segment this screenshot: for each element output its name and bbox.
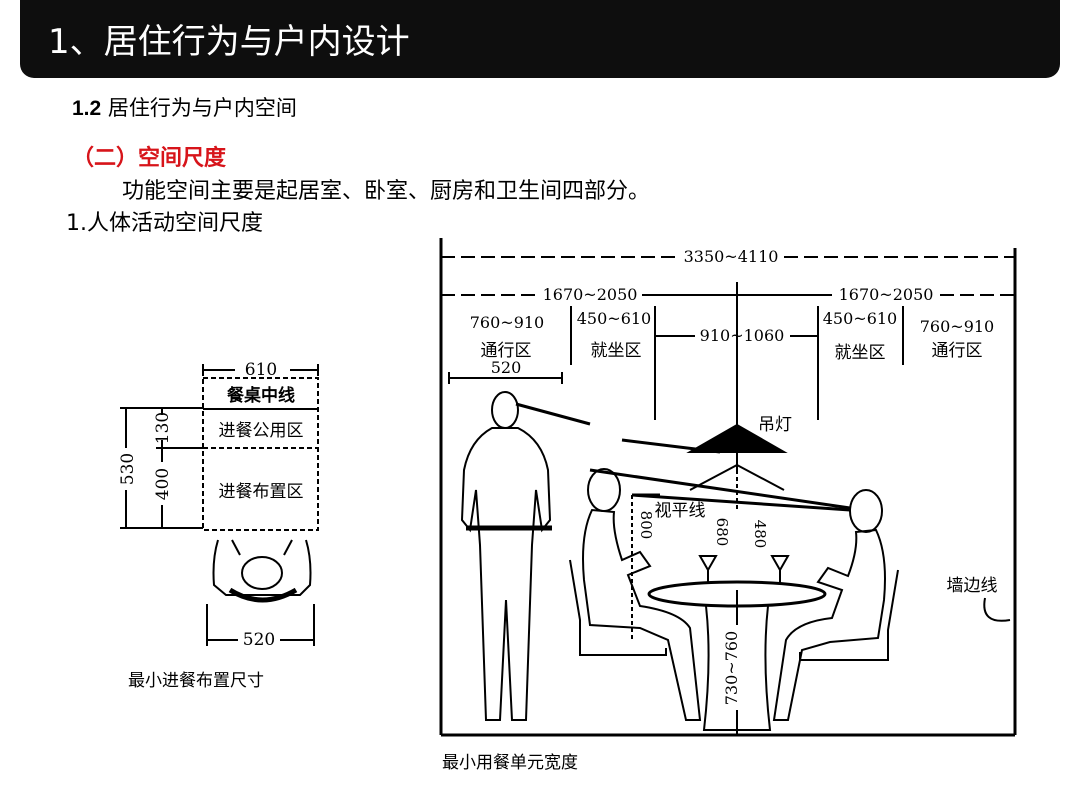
dim-middle: 910~1060 bbox=[700, 326, 785, 345]
dim-total: 3350~4110 bbox=[684, 247, 779, 266]
title-bar: 1、居住行为与户内设计 bbox=[20, 0, 1060, 78]
left-chair bbox=[569, 559, 667, 656]
dim-480: 480 bbox=[751, 520, 769, 549]
dim-520-left: 520 bbox=[243, 630, 275, 650]
dim-table-height: 730~760 bbox=[722, 631, 741, 705]
dim-walk-left: 760~910 bbox=[470, 313, 544, 332]
dim-130: 130 bbox=[153, 412, 173, 444]
seat-right-label: 就坐区 bbox=[835, 343, 886, 363]
seated-left-body bbox=[582, 508, 702, 721]
dim-half-right: 1670~2050 bbox=[839, 285, 934, 304]
dim-seat-left: 450~610 bbox=[577, 309, 651, 328]
subsection-title: 1.2 居住行为与户内空间 bbox=[72, 92, 297, 122]
dim-520-right: 520 bbox=[491, 358, 522, 377]
lamp-label: 吊灯 bbox=[758, 415, 792, 435]
seat-left-label: 就坐区 bbox=[591, 341, 642, 361]
layout-zone-label: 进餐布置区 bbox=[219, 482, 304, 502]
person-head bbox=[241, 556, 283, 590]
walk-left-label: 通行区 bbox=[481, 341, 532, 361]
center-line-label: 餐桌中线 bbox=[227, 385, 295, 406]
dim-walk-right: 760~910 bbox=[920, 317, 994, 336]
public-zone-label: 进餐公用区 bbox=[219, 421, 304, 441]
sightline-label: 视平线 bbox=[655, 501, 706, 521]
dim-400: 400 bbox=[153, 468, 173, 500]
slide-title: 1、居住行为与户内设计 bbox=[48, 22, 410, 62]
left-figure-caption: 最小进餐布置尺寸 bbox=[128, 671, 264, 691]
intro-paragraph: 功能空间主要是起居室、卧室、厨房和卫生间四部分。 bbox=[122, 179, 651, 204]
seated-right-body bbox=[772, 528, 886, 721]
dim-530: 530 bbox=[118, 453, 138, 485]
wall-label: 墙边线 bbox=[947, 576, 998, 596]
standing-person-head bbox=[491, 391, 519, 429]
table-outline bbox=[202, 377, 319, 531]
dim-seat-right: 450~610 bbox=[823, 309, 897, 328]
subsection-text: 居住行为与户内空间 bbox=[107, 96, 297, 120]
item-heading: 1.人体活动空间尺度 bbox=[66, 211, 263, 236]
dim-680: 680 bbox=[713, 518, 731, 547]
seated-left-head bbox=[587, 468, 621, 512]
dim-610: 610 bbox=[245, 360, 277, 380]
dim-half-left: 1670~2050 bbox=[543, 285, 638, 304]
walk-right-label: 通行区 bbox=[932, 341, 983, 361]
right-figure-caption: 最小用餐单元宽度 bbox=[442, 753, 578, 773]
section-heading: （二）空间尺度 bbox=[72, 146, 227, 171]
subsection-number: 1.2 bbox=[72, 97, 102, 120]
dim-800: 800 bbox=[637, 511, 655, 540]
chair-outline bbox=[212, 539, 312, 596]
right-chair bbox=[799, 569, 899, 661]
standing-person-body bbox=[460, 427, 552, 721]
seated-right-head bbox=[849, 489, 883, 533]
